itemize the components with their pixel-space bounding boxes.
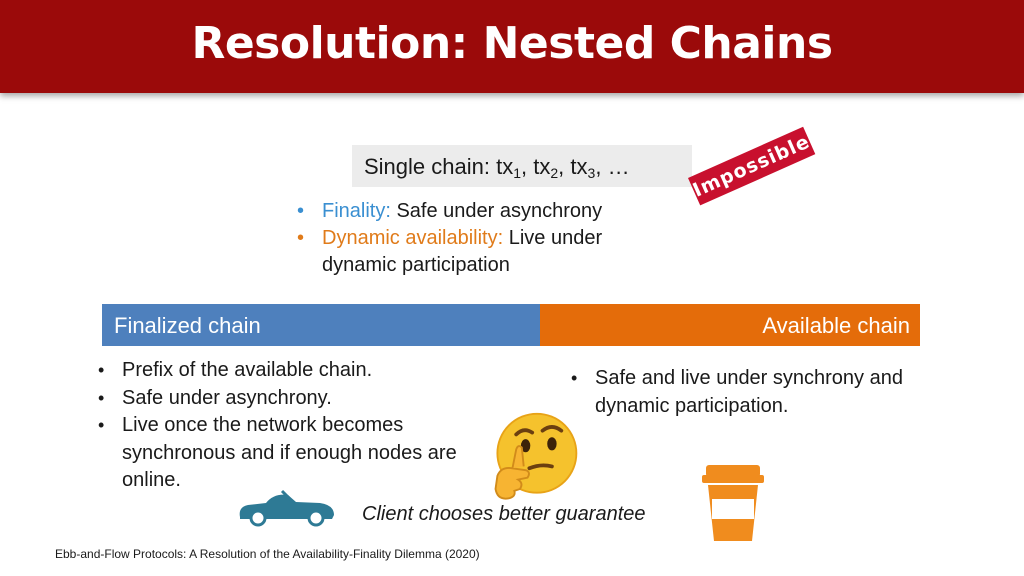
single-chain-text: Single chain: tx1, tx2, tx3, …	[364, 154, 630, 181]
available-chain-bullets: • Safe and live under synchrony and dynam…	[571, 365, 921, 420]
single-chain-box: Single chain: tx1, tx2, tx3, …	[352, 145, 692, 187]
bullet: •	[297, 227, 305, 249]
finality-description: Safe under asynchrony	[390, 200, 603, 222]
tx-2-subscript: 2	[550, 165, 559, 181]
list-item: • Live once the network becomes synchrono…	[98, 412, 478, 495]
bullet: •	[98, 360, 105, 380]
list-item-text: Safe under asynchrony.	[122, 386, 332, 409]
bullet: •	[571, 368, 578, 388]
single-chain-prefix: Single chain:	[364, 154, 497, 179]
list-item-text: Prefix of the available chain.	[122, 359, 373, 381]
available-chain-label: Available chain	[762, 313, 910, 338]
list-item-text: Live once the network becomes synchronou…	[122, 414, 457, 491]
thinking-face-icon	[494, 412, 578, 500]
title-bar: Resolution: Nested Chains	[0, 0, 1024, 93]
chain-properties-list: • Finality: Safe under asynchrony • Dyna…	[297, 198, 657, 279]
separator-1: ,	[521, 154, 534, 179]
dynamic-availability-property: • Dynamic availability: Live under dynam…	[297, 225, 657, 279]
available-chain-bar: Available chain	[540, 304, 920, 346]
tx-2: tx	[533, 154, 551, 179]
finalized-chain-bar: Finalized chain	[102, 304, 540, 346]
finality-property: • Finality: Safe under asynchrony	[297, 198, 657, 225]
separator-2: ,	[558, 154, 571, 179]
list-item-text: Safe and live under synchrony and dynami…	[595, 367, 903, 417]
convertible-car-icon	[239, 489, 334, 527]
tx-1: tx	[496, 154, 514, 179]
tx-1-subscript: 1	[513, 165, 522, 181]
finality-term: Finality:	[322, 200, 391, 222]
dynamic-availability-term: Dynamic availability:	[322, 227, 504, 249]
finalized-chain-label: Finalized chain	[114, 313, 261, 338]
bullet: •	[98, 415, 105, 435]
list-item: • Safe under asynchrony.	[98, 385, 478, 413]
ellipsis: …	[607, 154, 630, 179]
impossible-stamp: Impossible!	[688, 127, 822, 206]
client-caption: Client chooses better guarantee	[362, 503, 646, 525]
bullet: •	[297, 200, 305, 222]
slide-title: Resolution: Nested Chains	[191, 18, 833, 69]
tx-3: tx	[570, 154, 588, 179]
coffee-cup-icon	[702, 465, 764, 541]
separator-3: ,	[595, 154, 608, 179]
finalized-chain-bullets: • Prefix of the available chain. • Safe un…	[98, 357, 478, 495]
list-item: • Prefix of the available chain.	[98, 357, 478, 385]
citation-footer: Ebb-and-Flow Protocols: A Resolution of …	[55, 547, 480, 561]
bullet: •	[98, 387, 105, 408]
dynamic-availability-description: Live under dynamic participation	[322, 227, 603, 276]
list-item: • Safe and live under synchrony and dynam…	[571, 365, 921, 420]
tx-3-subscript: 3	[587, 165, 596, 181]
